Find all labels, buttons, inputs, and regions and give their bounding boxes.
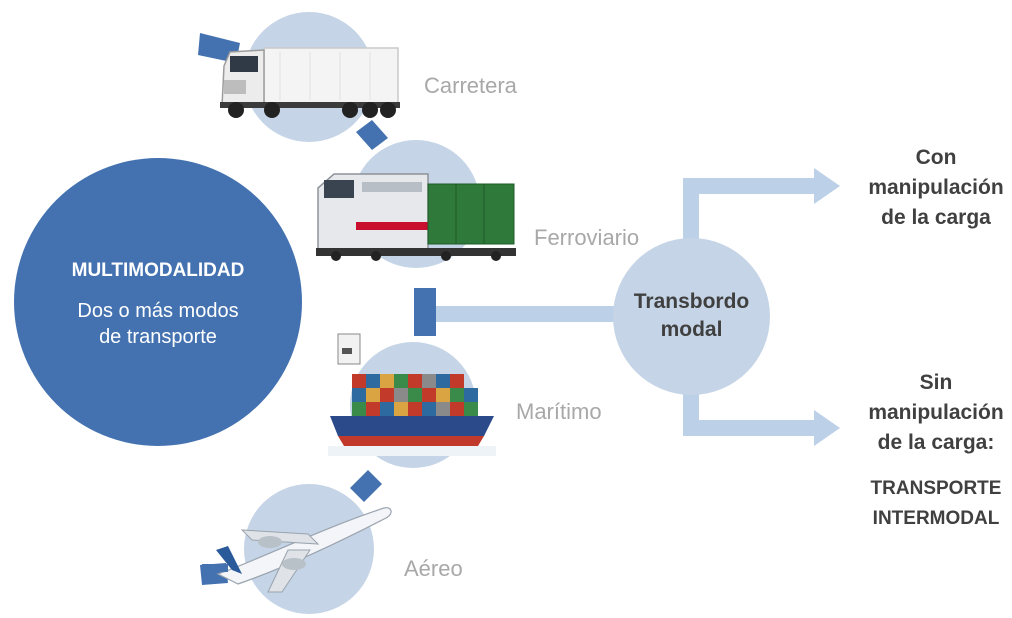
outcome-top-line3: de la carga bbox=[881, 206, 991, 229]
arrow-top-horizontal bbox=[683, 178, 816, 194]
transbordo-line2: modal bbox=[660, 318, 723, 341]
outcome-bottom-line5: INTERMODAL bbox=[872, 508, 1000, 529]
main-subtitle-line2: de transporte bbox=[99, 326, 217, 348]
outcome-bottom-line1: Sin bbox=[919, 371, 953, 394]
connector-carretera-ferroviario bbox=[356, 120, 388, 150]
link-to-transbordo bbox=[436, 306, 616, 322]
arrow-bottom-horizontal bbox=[683, 420, 816, 436]
outcome-bottom-line4: TRANSPORTE bbox=[870, 478, 1002, 499]
train-icon bbox=[316, 173, 516, 261]
main-title: MULTIMODALIDAD bbox=[71, 260, 245, 281]
mode-label-carretera: Carretera bbox=[424, 73, 517, 98]
connector-maritimo-aereo bbox=[350, 470, 382, 502]
ship-icon bbox=[328, 333, 496, 456]
main-subtitle-line1: Dos o más modos bbox=[77, 300, 239, 322]
transbordo-line1: Transbordo bbox=[633, 290, 750, 313]
airplane-icon bbox=[202, 507, 392, 593]
outcome-top-line2: manipulación bbox=[868, 176, 1004, 199]
outcome-bottom-line3: de la carga: bbox=[877, 431, 995, 454]
connector-ferroviario-maritimo bbox=[414, 288, 436, 336]
mode-label-maritimo: Marítimo bbox=[516, 399, 602, 424]
outcome-con-manipulacion: Con manipulación de la carga bbox=[846, 143, 1012, 233]
outcome-top-line1: Con bbox=[915, 146, 957, 169]
mode-label-ferroviario: Ferroviario bbox=[534, 225, 640, 250]
multimodalidad-circle: MULTIMODALIDAD Dos o más modos de transp… bbox=[14, 158, 302, 446]
mode-label-aereo: Aéreo bbox=[404, 556, 463, 581]
outcome-bottom-line2: manipulación bbox=[868, 401, 1004, 424]
truck-icon bbox=[220, 47, 400, 118]
arrow-top-head bbox=[814, 168, 840, 204]
arrow-bottom-head bbox=[814, 410, 840, 446]
outcome-sin-manipulacion: Sin manipulación de la carga: TRANSPORTE… bbox=[846, 368, 1012, 534]
transbordo-circle: Transbordo modal bbox=[613, 238, 770, 395]
